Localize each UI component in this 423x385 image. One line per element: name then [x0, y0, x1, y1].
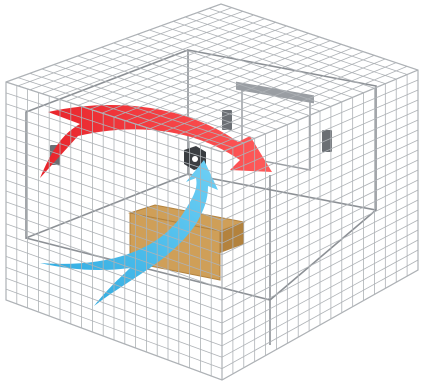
speaker-right-wall — [322, 130, 332, 152]
grid-line — [221, 79, 419, 164]
grid-line — [5, 190, 223, 267]
grid-line — [5, 256, 223, 335]
grid-line — [221, 89, 419, 176]
grid-line — [5, 103, 223, 176]
grid-line — [221, 169, 419, 267]
grid-line — [149, 47, 353, 130]
grid-line — [209, 65, 408, 149]
grid-line — [221, 239, 419, 347]
grid-top-face — [5, 3, 419, 153]
grid-line — [5, 168, 223, 244]
grid-line — [221, 109, 419, 198]
grid-line — [5, 234, 223, 312]
grid-right-face — [221, 69, 419, 381]
grid-line — [221, 199, 419, 301]
grid-line — [5, 147, 223, 221]
grid-line — [137, 43, 342, 126]
grid-line — [5, 179, 223, 255]
cool-air-arrow-shape — [40, 160, 218, 306]
grid-line — [41, 14, 254, 95]
grid-line — [221, 149, 419, 244]
grid-line — [221, 99, 419, 187]
grid-line — [5, 277, 223, 358]
grid-line — [221, 179, 419, 278]
grid-line — [125, 40, 331, 122]
projector-lens-icon — [192, 156, 198, 162]
grid-line — [5, 201, 223, 278]
grid-line — [53, 18, 265, 98]
grid-line — [101, 32, 309, 114]
grid-line — [221, 139, 419, 233]
grid-line — [221, 159, 419, 255]
grid-line — [221, 259, 419, 369]
grid-line — [197, 62, 397, 145]
grid-line — [221, 129, 419, 221]
grid-line — [5, 136, 223, 210]
grid-line — [5, 92, 223, 164]
grid-line — [113, 36, 320, 118]
grid-line — [161, 51, 364, 133]
grid-line — [5, 114, 223, 187]
grid-line — [5, 266, 223, 347]
grid-line — [5, 245, 223, 324]
grid-line — [5, 157, 223, 233]
grid-line — [89, 29, 298, 110]
grid-line — [17, 7, 233, 87]
grid-line — [221, 189, 419, 290]
grid-line — [173, 54, 375, 137]
grid-line — [29, 10, 244, 91]
grid-outline — [5, 3, 419, 381]
grid-line — [65, 21, 276, 102]
grid-line — [221, 249, 419, 358]
grid-line — [185, 58, 386, 141]
cool-air-arrow — [40, 160, 218, 306]
grid-line — [5, 212, 223, 290]
grid-line — [221, 219, 419, 324]
grid-line — [5, 223, 223, 301]
room-grid-cage — [5, 3, 419, 381]
grid-line — [77, 25, 287, 106]
grid-line — [221, 229, 419, 335]
room-left-wall-edges — [25, 49, 189, 240]
grid-line — [5, 125, 223, 198]
grid-line — [221, 209, 419, 312]
grid-line — [5, 288, 223, 369]
grid-line — [221, 119, 419, 210]
